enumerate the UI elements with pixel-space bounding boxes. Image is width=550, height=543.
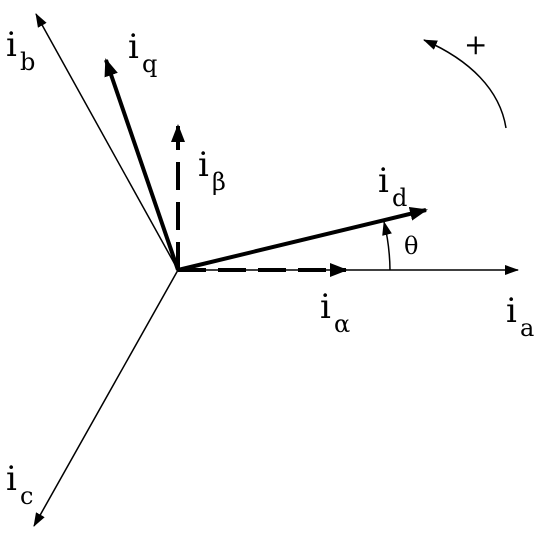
label-id-main: i	[378, 161, 389, 201]
label-rotation-plus: +	[464, 28, 487, 61]
label-ibeta-main: i	[198, 145, 209, 185]
axis-b	[35, 13, 179, 271]
label-id-sub: d	[392, 184, 407, 212]
label-iq: i q	[128, 27, 157, 78]
label-iq-sub: q	[142, 50, 157, 78]
axis-c	[33, 269, 179, 527]
theta-arc	[382, 221, 392, 271]
label-ia: i a	[506, 291, 534, 342]
rotation-arc	[423, 39, 507, 129]
vector-d	[177, 206, 428, 272]
label-ibeta-sub: β	[212, 168, 226, 196]
label-theta: θ	[404, 232, 418, 260]
label-ialpha-main: i	[320, 287, 331, 327]
label-iq-main: i	[128, 27, 139, 67]
label-id: i d	[378, 161, 407, 212]
label-ia-sub: a	[520, 314, 534, 342]
label-ialpha: i α	[320, 287, 350, 338]
label-ic: i c	[6, 459, 33, 510]
label-ic-main: i	[6, 459, 17, 499]
label-ibeta: i β	[198, 145, 226, 196]
label-ib: i b	[6, 25, 35, 76]
label-ialpha-sub: α	[334, 310, 350, 338]
label-ic-sub: c	[20, 482, 33, 510]
label-ib-sub: b	[20, 48, 35, 76]
label-ib-main: i	[6, 25, 17, 65]
vector-q	[104, 58, 180, 271]
label-ia-main: i	[506, 291, 517, 331]
